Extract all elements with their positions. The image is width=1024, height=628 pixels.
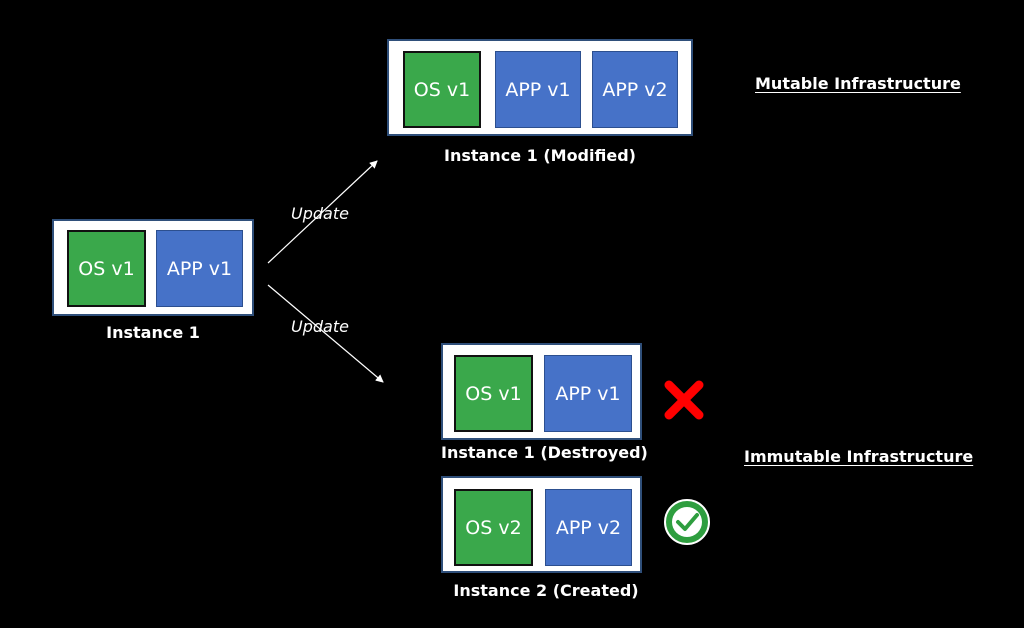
app-v2-box: APP v2 bbox=[592, 51, 678, 128]
app-v1-box: APP v1 bbox=[156, 230, 243, 307]
instance-1-caption: Instance 1 bbox=[106, 323, 200, 342]
instance-1-modified-container: OS v1 APP v1 APP v2 bbox=[387, 39, 693, 136]
instance-2-created-caption: Instance 2 (Created) bbox=[453, 581, 639, 600]
app-v1-box: APP v1 bbox=[544, 355, 632, 432]
update-label-lower: Update bbox=[291, 317, 349, 336]
app-v2-box: APP v2 bbox=[545, 489, 632, 566]
os-v1-box: OS v1 bbox=[454, 355, 533, 432]
update-arrow-upper bbox=[267, 160, 378, 264]
os-v2-box: OS v2 bbox=[454, 489, 533, 566]
instance-1-modified-caption: Instance 1 (Modified) bbox=[444, 146, 636, 165]
immutable-infrastructure-heading: Immutable Infrastructure bbox=[744, 447, 974, 466]
mutable-infrastructure-heading: Mutable Infrastructure bbox=[755, 74, 961, 93]
instance-2-created-container: OS v2 APP v2 bbox=[441, 476, 642, 573]
update-arrow-lower bbox=[267, 284, 384, 383]
instance-1-destroyed-caption: Instance 1 (Destroyed) bbox=[441, 443, 648, 462]
green-check-circle-icon bbox=[664, 499, 710, 545]
update-label-upper: Update bbox=[291, 204, 349, 223]
os-v1-box: OS v1 bbox=[403, 51, 481, 128]
os-v1-box: OS v1 bbox=[67, 230, 146, 307]
instance-1-destroyed-container: OS v1 APP v1 bbox=[441, 343, 642, 440]
app-v1-box: APP v1 bbox=[495, 51, 581, 128]
instance-1-container: OS v1 APP v1 bbox=[52, 219, 254, 316]
red-x-icon bbox=[664, 380, 704, 420]
